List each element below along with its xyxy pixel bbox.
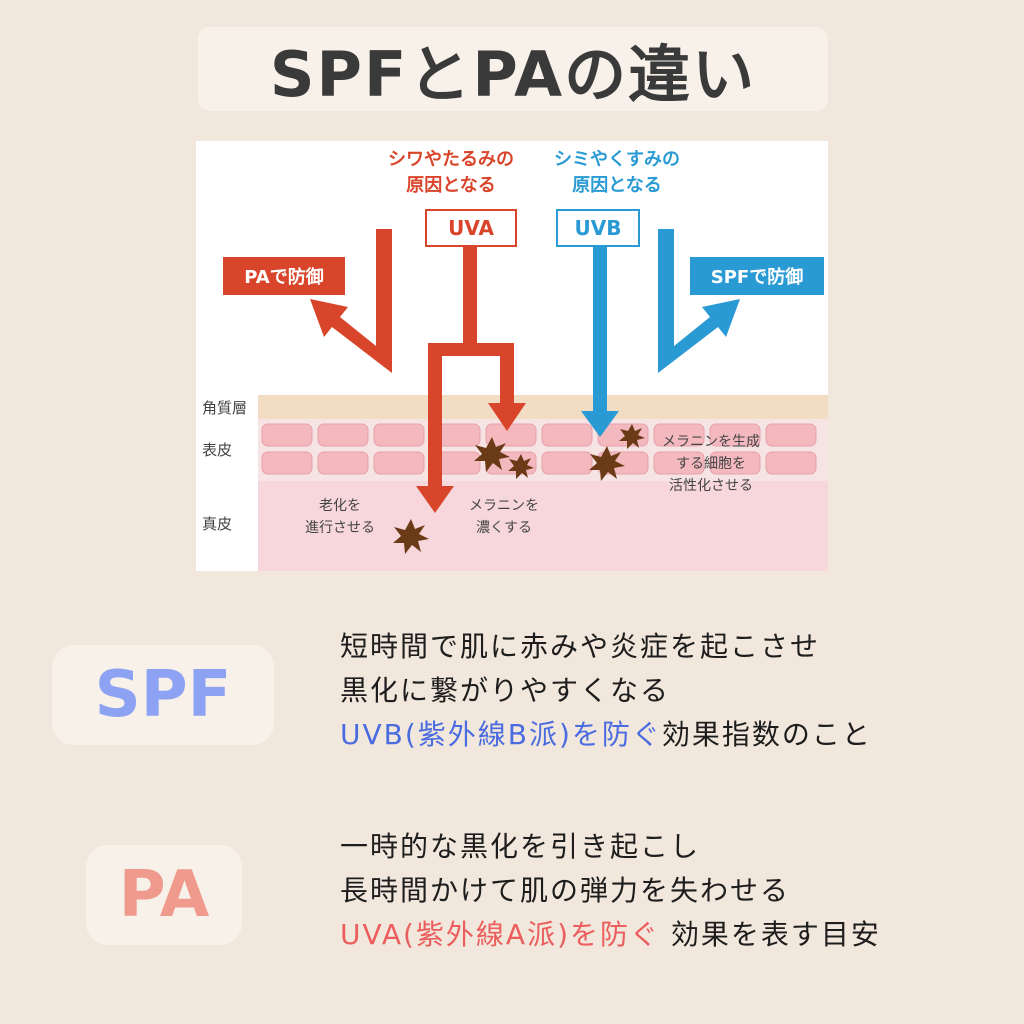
diagram-graphics xyxy=(258,229,828,571)
uvb-cause-text: シミやくすみの 原因となる xyxy=(542,147,692,199)
melanin-spot xyxy=(508,454,534,479)
uva-label: UVA xyxy=(425,209,517,247)
spf-defense-tag: SPFで防御 xyxy=(690,257,824,295)
pa-line-1: 一時的な黒化を引き起こし xyxy=(340,830,701,863)
melanin-spot xyxy=(393,519,429,554)
melanin-spot xyxy=(619,424,645,449)
melanin-spot xyxy=(474,437,510,472)
melanin-spots xyxy=(393,424,645,554)
uv-skin-diagram: シワやたるみの 原因となる シミやくすみの 原因となる UVA UVB PAで防… xyxy=(196,141,828,571)
pa-deflect-arrow xyxy=(310,229,392,373)
layer-label-stratum-corneum: 角質層 xyxy=(202,399,248,417)
uvb-label: UVB xyxy=(556,209,640,247)
note-melanin-cells-line-2: する細胞を xyxy=(676,456,746,472)
uvb-arrow xyxy=(581,247,619,437)
dermis xyxy=(258,481,828,571)
spf-tail: 効果指数のこと xyxy=(661,718,872,751)
uvb-cause-line-2: 原因となる xyxy=(572,175,662,196)
page-title: SPFとPAの違い xyxy=(269,38,757,111)
uva-arrow-main xyxy=(416,247,526,513)
pa-term: PA xyxy=(118,858,210,932)
spf-highlight: UVB(紫外線B派)を防ぐ xyxy=(340,718,662,751)
pa-line-2: 長時間かけて肌の弾力を失わせる xyxy=(340,874,791,907)
spf-line-3: UVB(紫外線B派)を防ぐ効果指数のこと xyxy=(340,713,872,757)
spf-line-1: 短時間で肌に赤みや炎症を起こさせ xyxy=(340,630,821,663)
note-aging: 老化を 進行させる xyxy=(294,495,386,539)
spf-term: SPF xyxy=(94,658,232,732)
spf-deflect-arrow xyxy=(658,229,740,373)
note-aging-line-2: 進行させる xyxy=(305,520,375,536)
note-melanin-darken-line-2: 濃くする xyxy=(476,520,532,536)
pa-highlight: UVA(紫外線A派)を防ぐ xyxy=(340,918,661,951)
spf-term-badge: SPF xyxy=(52,645,274,745)
note-melanin-cells-line-1: メラニンを生成 xyxy=(662,434,760,450)
uva-cause-line-1: シワやたるみの xyxy=(388,149,514,170)
uva-cause-text: シワやたるみの 原因となる xyxy=(382,147,520,199)
pa-term-badge: PA xyxy=(86,845,242,945)
note-melanin-cells: メラニンを生成 する細胞を 活性化させる xyxy=(652,431,770,497)
pa-line-3: UVA(紫外線A派)を防ぐ 効果を表す目安 xyxy=(340,913,881,957)
uvb-cause-line-1: シミやくすみの xyxy=(554,149,680,170)
stratum-corneum xyxy=(258,395,828,419)
pa-description: 一時的な黒化を引き起こし 長時間かけて肌の弾力を失わせる UVA(紫外線A派)を… xyxy=(340,825,881,957)
note-aging-line-1: 老化を xyxy=(319,498,361,514)
pa-tail: 効果を表す目安 xyxy=(660,918,881,951)
pa-defense-tag: PAで防御 xyxy=(223,257,345,295)
spf-description: 短時間で肌に赤みや炎症を起こさせ 黒化に繋がりやすくなる UVB(紫外線B派)を… xyxy=(340,625,872,757)
note-melanin-darken: メラニンを 濃くする xyxy=(458,495,550,539)
title-banner: SPFとPAの違い xyxy=(198,27,828,111)
skin-cells xyxy=(261,423,817,475)
note-melanin-darken-line-1: メラニンを xyxy=(469,498,539,514)
uva-cause-line-2: 原因となる xyxy=(406,175,496,196)
melanin-spot xyxy=(589,446,625,481)
layer-label-epidermis: 表皮 xyxy=(202,441,233,459)
layer-label-dermis: 真皮 xyxy=(202,515,233,533)
spf-line-2: 黒化に繋がりやすくなる xyxy=(340,674,671,707)
note-melanin-cells-line-3: 活性化させる xyxy=(669,478,753,494)
